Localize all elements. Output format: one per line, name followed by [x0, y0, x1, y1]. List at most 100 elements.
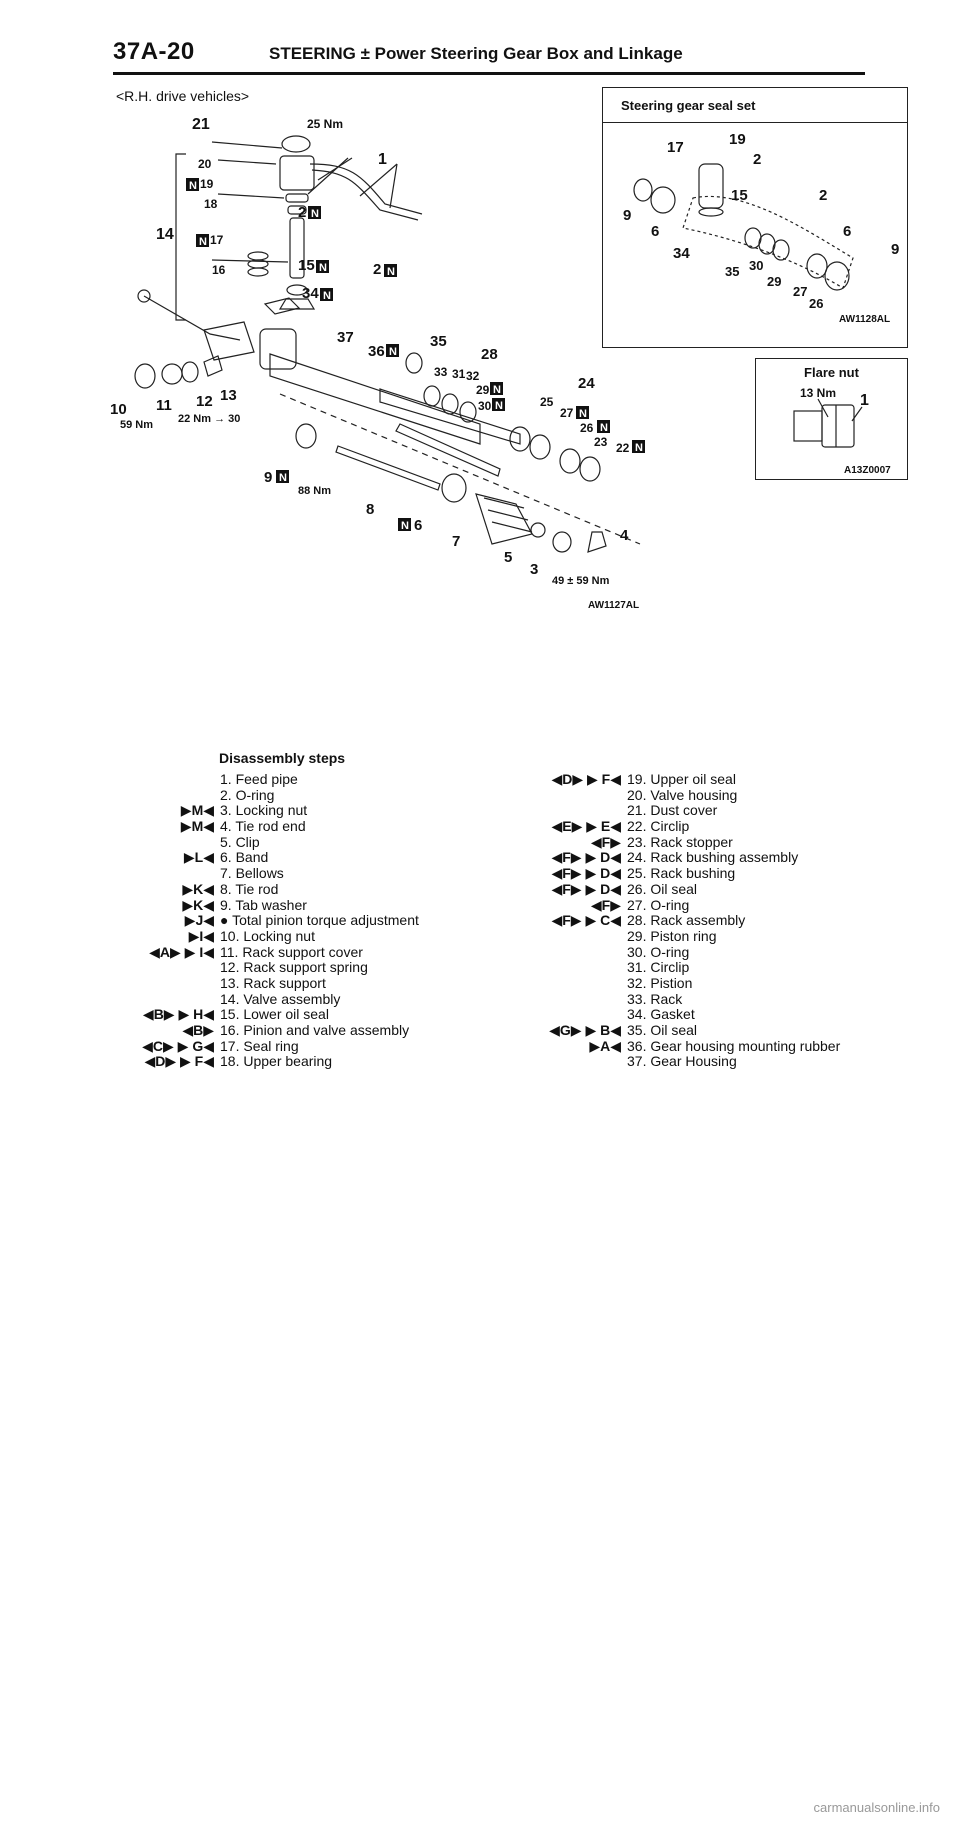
step-row: 32. Pistion: [627, 974, 840, 992]
service-mark: ◀D▶ ▶ F◀: [144, 1053, 214, 1070]
step-row: ▶A◀36. Gear housing mounting rubber: [589, 1038, 840, 1055]
vehicle-label: <R.H. drive vehicles>: [116, 88, 250, 104]
step-row: ◀E▶ ▶ E◀22. Circlip: [551, 818, 840, 835]
svg-text:N: N: [579, 408, 587, 420]
torque-49-59nm: 49 ± 59 Nm: [552, 575, 610, 587]
svg-text:27: 27: [793, 284, 807, 299]
svg-text:8: 8: [366, 501, 374, 518]
step-row: ◀B▶16. Pinion and valve assembly: [182, 1022, 419, 1039]
svg-text:3: 3: [530, 561, 538, 578]
step-row: ◀F▶ ▶ C◀28. Rack assembly: [551, 912, 840, 929]
steps-right-column: ◀D▶ ▶ F◀19. Upper oil seal 20. Valve hou…: [549, 771, 840, 1070]
step-row: ◀F▶ ▶ D◀26. Oil seal: [551, 881, 840, 898]
svg-text:17: 17: [210, 233, 224, 247]
main-figure-code: AW1127AL: [588, 600, 639, 611]
svg-text:26: 26: [580, 421, 594, 435]
step-text: 32. Pistion: [627, 974, 693, 991]
svg-text:11: 11: [156, 397, 172, 414]
step-row: 29. Piston ring: [627, 928, 840, 945]
svg-text:19: 19: [729, 131, 746, 148]
step-text: 23. Rack stopper: [627, 833, 733, 850]
step-row: ▶I◀10. Locking nut: [189, 928, 419, 945]
service-mark: ◀G▶ ▶ B◀: [549, 1022, 621, 1038]
step-text: 25. Rack bushing: [627, 865, 736, 882]
svg-text:N: N: [323, 290, 331, 302]
svg-text:2: 2: [819, 187, 827, 204]
torque-25nm: 25 Nm: [307, 117, 343, 131]
svg-text:12: 12: [196, 393, 213, 410]
svg-text:24: 24: [578, 375, 595, 392]
step-text: 12. Rack support spring: [220, 959, 368, 976]
svg-text:20: 20: [198, 157, 212, 171]
svg-text:N: N: [493, 384, 501, 396]
svg-text:N: N: [387, 266, 395, 278]
step-text: 7. Bellows: [220, 865, 284, 882]
seal-set-title: Steering gear seal set: [621, 98, 756, 113]
svg-text:N: N: [635, 442, 643, 454]
service-mark: ◀B▶: [182, 1022, 214, 1038]
svg-text:26: 26: [809, 296, 823, 311]
step-row: ▶L◀ 6. Band: [184, 849, 419, 866]
svg-text:29: 29: [767, 274, 781, 289]
svg-text:2: 2: [753, 151, 761, 168]
svg-text:36: 36: [368, 343, 385, 360]
step-row: ◀B▶ ▶ H◀15. Lower oil seal: [143, 1006, 419, 1023]
service-mark: ◀B▶ ▶ H◀: [142, 1006, 214, 1023]
step-row: ◀F▶ ▶ D◀24. Rack bushing assembly: [551, 849, 840, 866]
service-mark: ▶K◀: [182, 896, 214, 913]
svg-text:31: 31: [452, 367, 466, 381]
svg-text:28: 28: [481, 346, 498, 363]
svg-text:7: 7: [452, 533, 460, 550]
page-number: 37A-20: [113, 38, 195, 65]
step-row: 14. Valve assembly: [220, 991, 419, 1008]
step-text: 6. Band: [220, 849, 269, 866]
svg-text:N: N: [189, 180, 197, 192]
step-row: ▶K◀9. Tab washer: [182, 897, 419, 914]
service-mark: ◀F▶: [590, 833, 621, 850]
svg-text:35: 35: [725, 264, 739, 279]
svg-text:21: 21: [192, 116, 210, 133]
seal-set-diagram: 17 19 2 9 15 2 6 34 6 9 35 30 29 27 26 A…: [623, 131, 899, 325]
step-row: ◀C▶ ▶ G◀17. Seal ring: [142, 1038, 419, 1055]
svg-text:19: 19: [200, 177, 214, 191]
flare-nut-title: Flare nut: [804, 365, 859, 380]
torque-59nm: 59 Nm: [120, 419, 153, 431]
step-row: 2. O-ring: [220, 787, 419, 804]
service-mark: ▶L◀: [183, 849, 214, 866]
service-mark: ▶A◀: [589, 1037, 621, 1054]
step-text: 13. Rack support: [220, 974, 326, 991]
step-row: ◀F▶ 23. Rack stopper: [591, 833, 840, 851]
svg-text:37: 37: [337, 329, 354, 346]
svg-text:14: 14: [156, 226, 174, 243]
svg-text:2: 2: [298, 204, 306, 221]
step-text: 35. Oil seal: [627, 1022, 698, 1038]
step-text: 20. Valve housing: [627, 786, 738, 803]
service-mark: ▶I◀: [188, 927, 214, 944]
svg-text:35: 35: [430, 333, 447, 350]
step-text: 5. Clip: [220, 833, 260, 850]
step-text: 3. Locking nut: [220, 802, 308, 819]
step-text: 28. Rack assembly: [627, 912, 746, 929]
step-text: 11. Rack support cover: [220, 943, 363, 960]
svg-text:5: 5: [504, 549, 512, 566]
step-text: 24. Rack bushing assembly: [627, 849, 799, 866]
torque-88nm: 88 Nm: [298, 485, 331, 497]
svg-text:29: 29: [476, 383, 490, 397]
step-row: 33. Rack: [627, 991, 840, 1008]
svg-text:6: 6: [843, 223, 851, 240]
service-mark: ◀D▶ ▶ F◀: [551, 771, 621, 787]
svg-text:9: 9: [891, 241, 899, 258]
svg-text:30: 30: [749, 258, 763, 273]
disassembly-steps-title: Disassembly steps: [219, 750, 346, 766]
svg-text:10: 10: [110, 401, 127, 418]
svg-text:N: N: [279, 472, 287, 484]
svg-text:17: 17: [667, 139, 684, 156]
flare-nut-part: 1: [860, 392, 869, 409]
step-row: 30. O-ring: [627, 944, 840, 961]
step-text: 8. Tie rod: [220, 880, 279, 897]
step-row: ◀D▶ ▶ F◀19. Upper oil seal: [551, 771, 840, 788]
svg-text:27: 27: [560, 406, 574, 420]
svg-text:1: 1: [378, 151, 387, 168]
step-text: ● Total pinion torque adjustment: [220, 912, 419, 929]
torque-22nm: 22 Nm → 30: [178, 413, 240, 425]
